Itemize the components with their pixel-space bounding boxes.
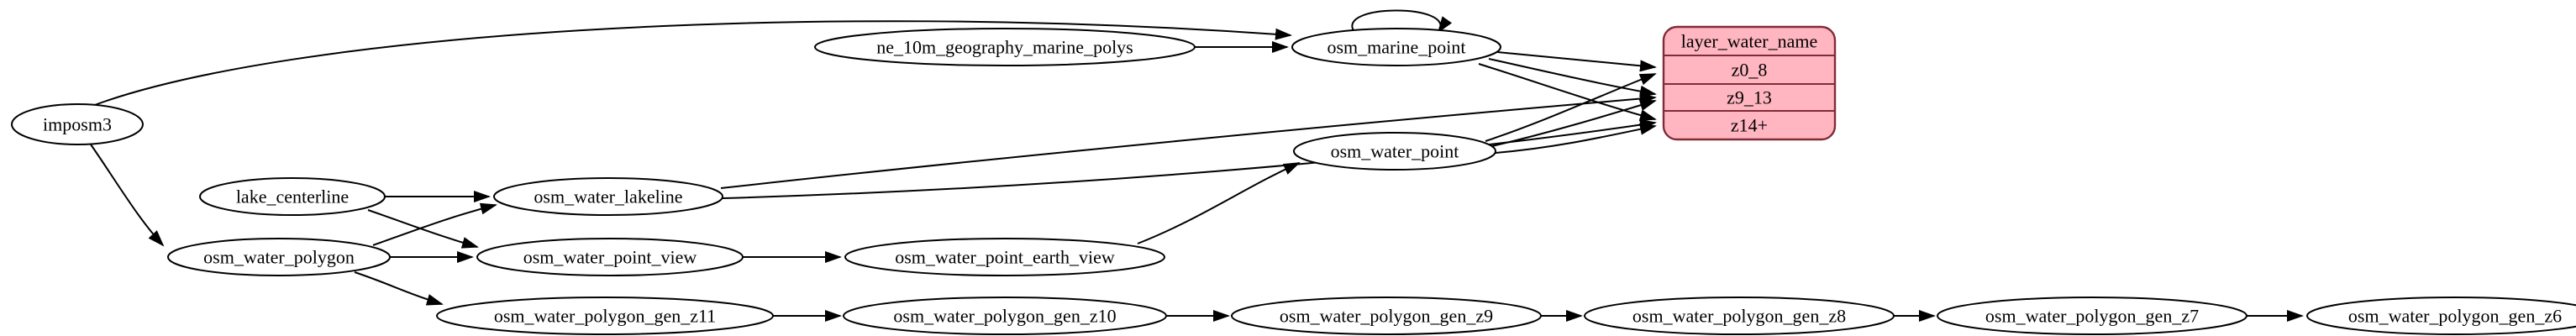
node-osm_water_lakeline: osm_water_lakeline [493,177,723,216]
node-label-osm_water_polygon: osm_water_polygon [203,247,355,268]
edge-osm_marine_point-to-z0_8 [1496,51,1657,72]
node-imposm3: imposm3 [11,103,144,145]
node-osm_water_polygon_gen_z10: osm_water_polygon_gen_z10 [843,297,1167,335]
edge-lake_centerline-to-osm_water_point_view [367,209,479,249]
node-shape-osm_water_polygon_gen_z10 [843,297,1167,335]
edge-osm_water_point-to-z14+ [1495,123,1657,154]
node-lake_centerline: lake_centerline [199,177,386,216]
node-shape-osm_water_point [1293,132,1496,171]
node-label-ne_10m_geography_marine_polys: ne_10m_geography_marine_polys [876,37,1133,58]
node-shape-lake_centerline [199,177,386,216]
edge-osm_water_lakeline-to-z9_13 [720,92,1657,189]
edge-osm_water_polygon-to-osm_water_polygon_gen_z11 [354,271,444,306]
node-shape-osm_water_polygon_gen_z9 [1231,297,1542,335]
node-osm_water_point: osm_water_point [1293,132,1496,171]
node-ne_10m_geography_marine_polys: ne_10m_geography_marine_polys [814,28,1196,66]
node-shape-ne_10m_geography_marine_polys [814,28,1196,66]
edge-osm_water_point-to-z0_8 [1485,73,1657,142]
node-shape-osm_water_point_view [476,238,744,276]
node-label-osm_water_lakeline: osm_water_lakeline [534,186,682,207]
node-label-osm_water_polygon_gen_z10: osm_water_polygon_gen_z10 [893,306,1116,327]
edge-imposm3-to-osm_marine_point [92,20,1292,107]
node-label-osm_water_polygon_gen_z6: osm_water_polygon_gen_z6 [2348,306,2562,327]
node-shape-osm_water_point_earth_view [844,238,1165,276]
node-osm_water_point_earth_view: osm_water_point_earth_view [844,238,1165,276]
record-layer_water_name: layer_water_name z0_8 z9_13 z14+ [1662,25,1837,141]
edge-imposm3-to-osm_water_polygon [90,144,165,247]
node-osm_water_polygon: osm_water_polygon [167,238,391,276]
node-label-osm_water_polygon_gen_z9: osm_water_polygon_gen_z9 [1280,306,1493,327]
node-label-lake_centerline: lake_centerline [236,186,349,207]
record-layer: layer_water_name z0_8 z9_13 z14+ [1662,25,1837,141]
node-osm_water_point_view: osm_water_point_view [476,238,744,276]
nodes-layer: imposm3 ne_10m_geography_marine_polys osm_… [11,28,2576,335]
node-label-osm_water_point_view: osm_water_point_view [523,247,697,268]
edge-osm_marine_point-to-z9_13 [1488,58,1657,97]
edge-osm_water_point_earth_view-to-osm_water_point [1137,162,1301,244]
node-label-osm_marine_point: osm_marine_point [1327,37,1466,58]
record-row-z9_13: z9_13 [1727,87,1772,108]
record-row-z14+: z14+ [1731,115,1768,136]
node-osm_water_polygon_gen_z6: osm_water_polygon_gen_z6 [2306,297,2576,335]
edge-osm_marine_point-to-osm_marine_point [1351,9,1453,34]
node-osm_water_polygon_gen_z9: osm_water_polygon_gen_z9 [1231,297,1542,335]
edge-osm_water_polygon-to-osm_water_lakeline [372,202,497,246]
node-shape-osm_marine_point [1291,28,1501,66]
edge-osm_marine_point-to-z14+ [1478,63,1657,122]
node-label-imposm3: imposm3 [43,114,112,135]
node-shape-osm_water_polygon_gen_z11 [436,297,774,335]
node-label-osm_water_point: osm_water_point [1331,141,1459,162]
node-shape-imposm3 [11,103,144,145]
node-label-osm_water_point_earth_view: osm_water_point_earth_view [895,247,1115,268]
record-row-z0_8: z0_8 [1732,60,1768,81]
node-shape-osm_water_polygon_gen_z7 [1937,297,2247,335]
edge-osm_water_lakeline-to-z14+ [722,118,1657,199]
record-title: layer_water_name [1681,31,1817,52]
edges-layer [90,9,2304,322]
node-shape-osm_water_polygon [167,238,391,276]
node-shape-osm_water_polygon_gen_z6 [2306,297,2576,335]
node-osm_water_polygon_gen_z11: osm_water_polygon_gen_z11 [436,297,774,335]
node-osm_marine_point: osm_marine_point [1291,28,1501,66]
node-label-osm_water_polygon_gen_z11: osm_water_polygon_gen_z11 [494,306,716,327]
node-label-osm_water_polygon_gen_z7: osm_water_polygon_gen_z7 [1985,306,2199,327]
node-label-osm_water_polygon_gen_z8: osm_water_polygon_gen_z8 [1632,306,1846,327]
node-osm_water_polygon_gen_z8: osm_water_polygon_gen_z8 [1584,297,1895,335]
node-shape-osm_water_lakeline [493,177,723,216]
node-osm_water_polygon_gen_z7: osm_water_polygon_gen_z7 [1937,297,2247,335]
node-shape-osm_water_polygon_gen_z8 [1584,297,1895,335]
